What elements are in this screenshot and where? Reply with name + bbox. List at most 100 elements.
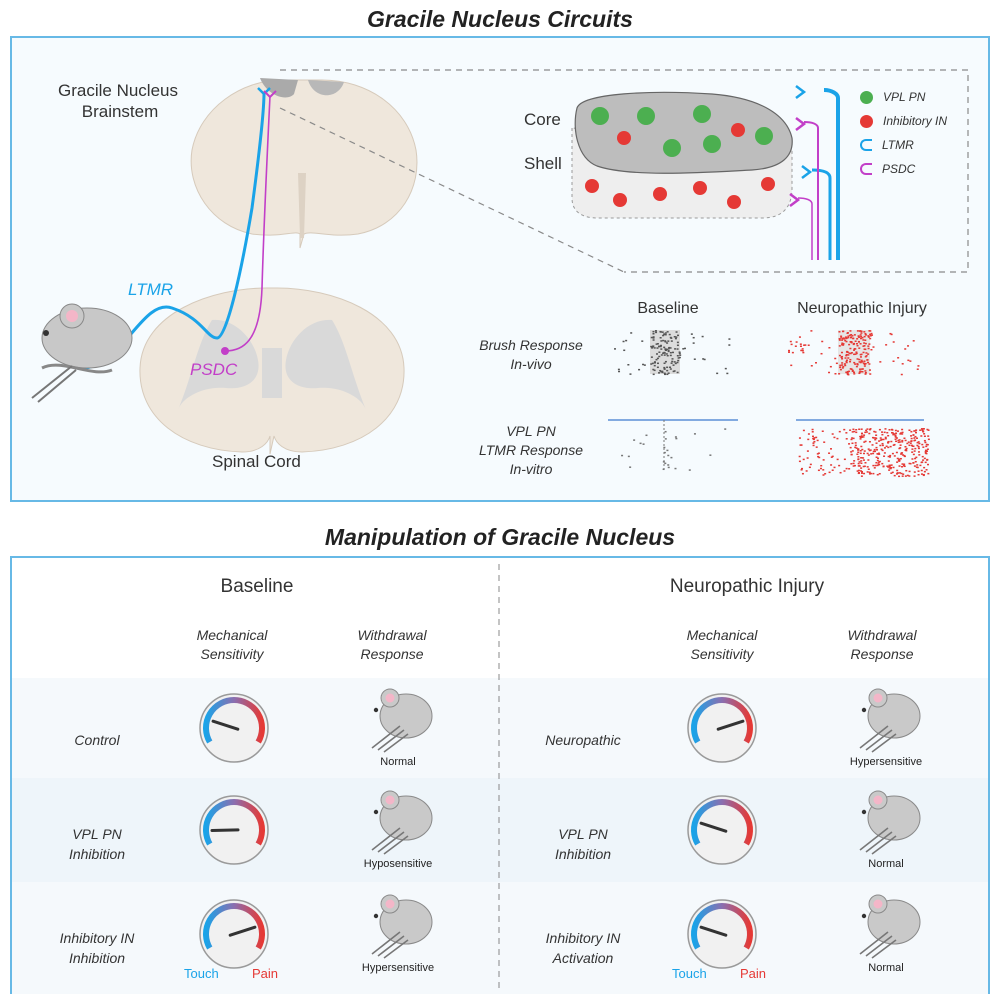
spike-mark [814,362,817,364]
spike-mark [666,366,669,369]
spike-mark [676,344,679,347]
spike-mark [656,347,659,349]
spike-mark [828,346,831,349]
spike-mark [662,334,665,337]
spike-mark [800,349,803,352]
spike-mark [864,334,867,336]
spike-mark [890,333,893,336]
shell-label: Shell [524,154,562,173]
spike-mark [670,456,673,459]
inhibitory-in-cell [617,131,631,145]
spike-mark [651,347,654,349]
spike-mark [922,446,925,448]
spike-mark [916,466,919,469]
spike-mark [873,430,876,433]
spike-mark [642,443,645,445]
inhibitory-in-cell [693,181,707,195]
spike-mark [906,474,909,477]
spike-mark [652,336,655,338]
spike-mark [802,351,805,354]
spike-mark [894,438,897,440]
row-band-3 [12,882,988,994]
spike-mark [851,431,854,433]
spike-mark [857,458,860,460]
spike-mark [877,453,880,455]
spike-mark [916,368,919,370]
spike-mark [898,472,901,474]
spike-mark [838,338,841,340]
spike-mark [867,459,870,461]
mouse-eye [861,913,867,919]
spike-mark [806,450,809,452]
spike-mark [892,433,895,436]
spike-mark [855,351,858,353]
mouse-ear-inner [873,795,883,805]
spike-mark [860,445,863,448]
gauge-arc [691,799,753,846]
spike-mark [866,452,869,455]
right-mouse-3 [859,894,921,959]
spike-mark [865,352,868,354]
spike-mark [863,465,866,468]
spike-mark [621,454,624,457]
spike-mark [812,438,815,441]
spike-mark [663,354,666,356]
spike-mark [855,352,858,355]
spike-mark [848,468,851,470]
spike-mark [666,354,669,357]
ltmr-label: LTMR [128,280,174,299]
spike-mark [816,439,819,442]
spike-mark [881,442,884,445]
spike-mark [860,428,863,430]
spike-mark [883,452,886,454]
spike-mark [859,435,862,438]
spike-mark [838,345,841,347]
spike-mark [901,428,904,431]
spike-mark [850,352,853,354]
spike-mark [901,452,904,454]
spike-mark [894,436,897,438]
spike-mark [791,351,794,354]
spike-mark [868,449,871,452]
spike-mark [919,464,922,467]
gracile-label-line1: Gracile Nucleus [58,81,178,100]
spike-mark [658,372,661,374]
spike-mark [650,345,653,348]
spike-mark [879,437,882,439]
spike-mark [887,446,890,449]
spike-mark [655,343,658,345]
legend-terminal-icon [860,163,872,175]
left-response-label: Hyposensitive [363,858,433,870]
spike-mark [867,336,870,338]
gauge-arc [203,799,265,846]
spike-mark [790,364,793,367]
spike-mark [830,464,833,466]
spike-mark [896,457,899,460]
legend-item: PSDC [860,162,915,176]
spike-mark [843,363,846,365]
spike-mark [812,444,815,447]
right-gauge-1 [687,693,757,763]
spike-mark [849,429,852,431]
spike-mark [701,335,704,338]
spike-mark [851,370,854,373]
spike-mark [866,466,869,468]
spike-mark [859,337,862,340]
spike-mark [898,475,901,478]
brush-bristles [371,931,409,959]
spike-mark [841,362,844,364]
spike-mark [866,471,869,473]
spike-mark [883,447,886,449]
spike-mark [660,344,663,347]
spike-mark [924,451,927,453]
spike-mark [848,334,851,337]
spike-mark [904,445,907,448]
spike-mark [860,457,863,459]
spike-mark [897,439,900,442]
spike-mark [920,435,923,437]
spike-mark [873,467,876,469]
spike-mark [863,434,866,436]
spike-mark [918,454,921,456]
left-col-mech: Mechanical Sensitivity [172,626,292,664]
spike-mark [884,437,887,440]
